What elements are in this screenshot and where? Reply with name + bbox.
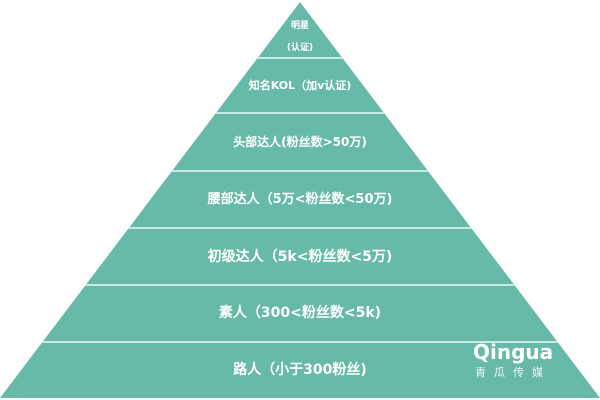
watermark-chinese-text: 青瓜传媒 <box>475 366 551 379</box>
tier-1-label: 明星 <box>290 21 309 31</box>
tier-3-label: 头部达人(粉丝数>50万) <box>233 135 367 149</box>
tier-2-label: 知名KOL（加v认证) <box>248 79 352 92</box>
watermark-logo: Qingua 青瓜传媒 <box>473 342 573 380</box>
tier-dividers <box>42 57 558 343</box>
tier-6-label: 素人（300<粉丝数<5k) <box>218 305 382 321</box>
tier-4-label: 腰部达人（5万<粉丝数<50万) <box>207 192 393 207</box>
tier-5-label: 初级达人（5k<粉丝数<5万) <box>207 249 393 265</box>
watermark-latin-text: Qingua <box>473 340 554 364</box>
tier-1-sublabel: (认证) <box>286 43 314 53</box>
tier-7-label: 路人（小于300粉丝) <box>233 362 367 378</box>
